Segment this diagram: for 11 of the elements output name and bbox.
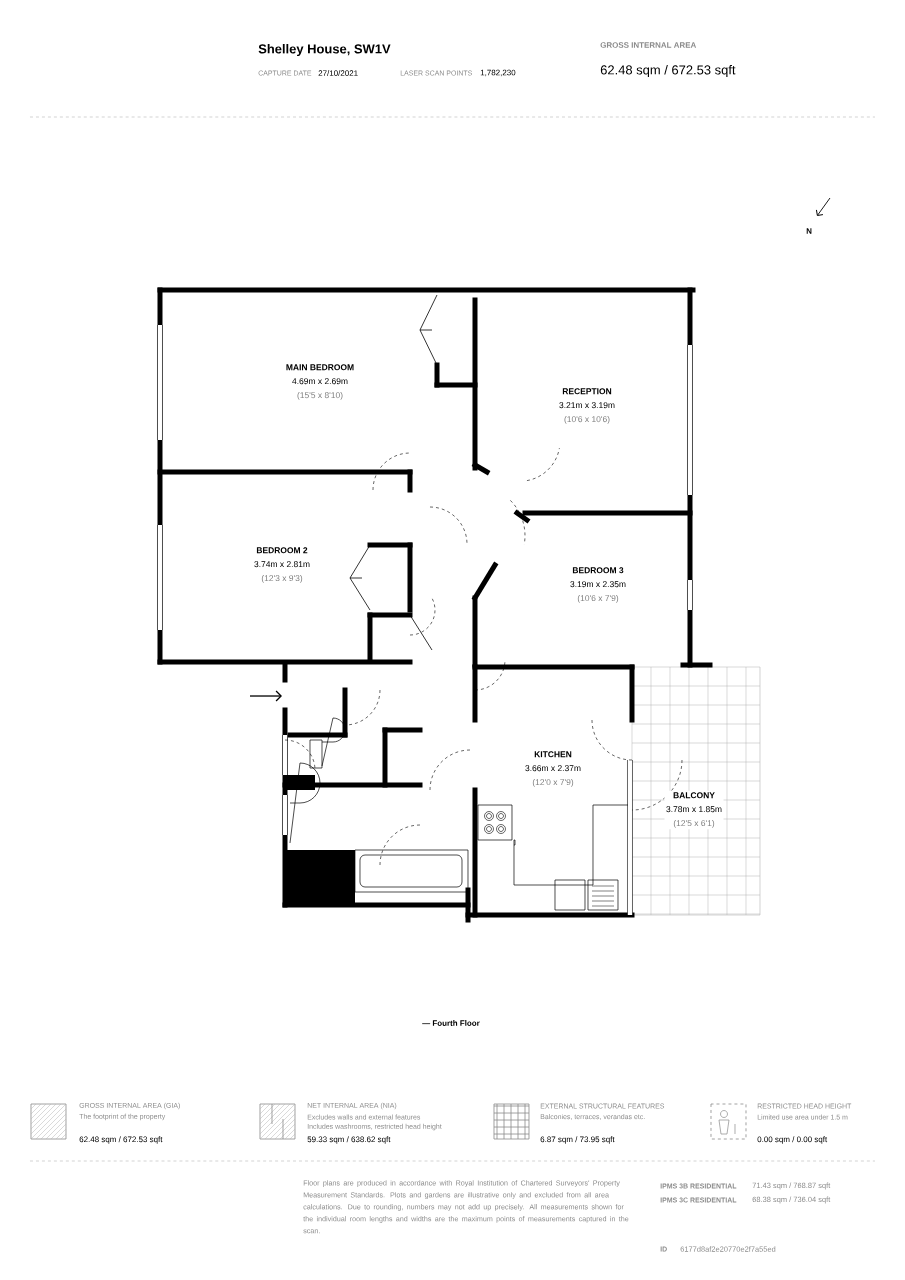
room-label: KITCHEN 3.66m x 2.37m (12'0 x 7'9): [523, 749, 583, 789]
title: Shelley House, SW1V: [258, 43, 391, 57]
room-label: BEDROOM 3 3.19m x 2.35m (10'6 x 7'9): [568, 565, 628, 605]
node-label: (12'5 x 6'1): [673, 819, 715, 828]
room-label: MAIN BEDROOM 4.69m x 2.69m (15'5 x 8'10): [284, 362, 356, 402]
node-label: BALCONY: [673, 792, 715, 799]
node-label: 3.78m x 1.85m: [666, 806, 722, 813]
room-label: BALCONY 3.78m x 1.85m (12'5 x 6'1): [664, 790, 724, 830]
room-label: BEDROOM 2 3.74m x 2.81m (12'3 x 9'3): [252, 545, 312, 585]
field-value: 62.48 sqm / 672.53 sqft: [600, 64, 736, 78]
room-label: RECEPTION 3.21m x 3.19m (10'6 x 10'6): [557, 386, 617, 426]
